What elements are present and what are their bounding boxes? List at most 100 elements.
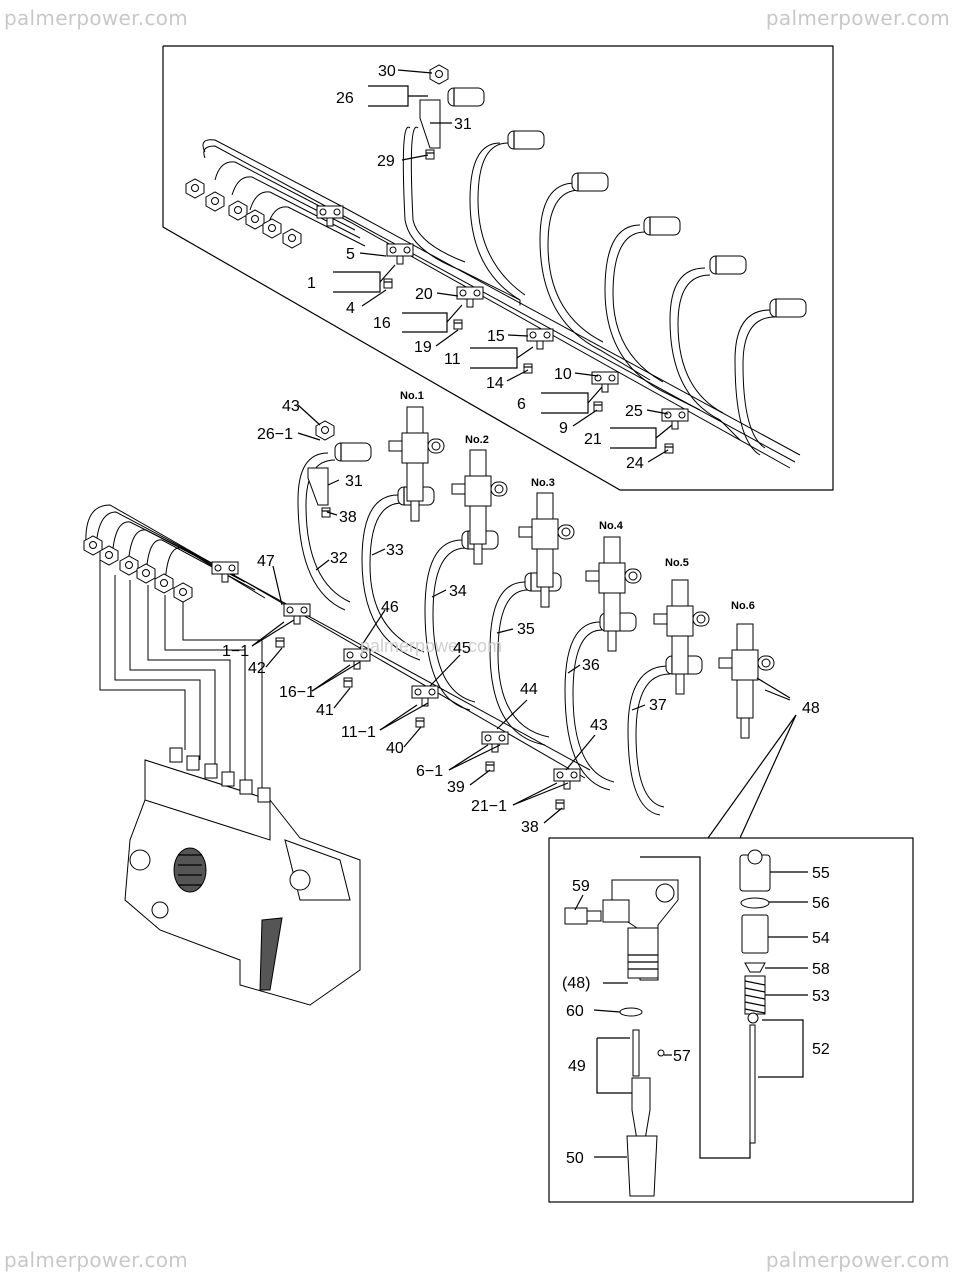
adjusting-screw [741, 914, 769, 954]
inset-sleeves [447, 87, 807, 318]
callout-35: 35 [517, 621, 535, 638]
callout-19: 19 [414, 339, 432, 356]
callout-labels: 30 26 31 29 5 1 4 20 16 19 15 11 14 10 6… [222, 63, 830, 1167]
callout-6: 6 [517, 396, 526, 413]
callout-43a: 43 [282, 398, 300, 415]
callout-36: 36 [582, 657, 600, 674]
callout-11-1: 11−1 [341, 724, 376, 741]
o-ring [619, 1007, 643, 1017]
callout-1-1: 1−1 [222, 643, 249, 660]
nozzle-holder [602, 879, 679, 981]
callout-16: 16 [373, 315, 391, 332]
main-top-bracket [307, 420, 335, 518]
callout-38b: 38 [521, 819, 539, 836]
callout-59: 59 [572, 878, 590, 895]
cylinder-label-no4: No.4 [599, 520, 624, 532]
callout-54: 54 [812, 930, 830, 947]
callout-34: 34 [449, 583, 467, 600]
watermark-top-left: palmerpower.com [4, 6, 189, 30]
spring [744, 975, 766, 1015]
injector-no2 [451, 449, 508, 565]
callout-45: 45 [453, 640, 471, 657]
callout-21-1: 21−1 [471, 798, 507, 815]
callout-40: 40 [386, 740, 404, 757]
callout-60: 60 [566, 1003, 584, 1020]
callout-55: 55 [812, 865, 830, 882]
injector-no4 [585, 536, 642, 652]
callout-39: 39 [447, 779, 465, 796]
cylinder-label-no5: No.5 [665, 557, 689, 569]
nozzle-body [631, 1077, 651, 1141]
watermark-center: palmerpower.com [360, 636, 502, 656]
injectors [388, 406, 775, 739]
callout-53: 53 [812, 988, 830, 1005]
callout-33: 33 [386, 542, 404, 559]
callout-43b: 43 [590, 717, 608, 734]
cylinder-label-no1: No.1 [400, 390, 424, 402]
callout-32: 32 [330, 550, 348, 567]
inlet-connector [564, 907, 602, 925]
callout-49: 49 [568, 1058, 586, 1075]
callout-31b: 31 [345, 473, 363, 490]
callout-30: 30 [378, 63, 396, 80]
callout-58: 58 [812, 961, 830, 978]
callout-16-1: 16−1 [279, 684, 315, 701]
injection-pump [124, 747, 361, 1006]
callout-15: 15 [487, 328, 505, 345]
callout-5: 5 [346, 246, 355, 263]
cylinder-label-no3: No.3 [531, 477, 555, 489]
callout-56: 56 [812, 895, 830, 912]
callout-37: 37 [649, 697, 667, 714]
main-fuel-lines [85, 452, 671, 816]
push-rod [749, 1024, 756, 1144]
callout-52: 52 [812, 1041, 830, 1058]
injector-no6 [718, 623, 775, 739]
inset-top-bracket [419, 64, 449, 160]
watermark-top-right: palmerpower.com [765, 6, 950, 30]
callout-29: 29 [377, 153, 395, 170]
callout-11: 11 [444, 351, 461, 368]
needle [632, 1029, 640, 1077]
callout-26-1: 26−1 [257, 426, 293, 443]
callout-9: 9 [559, 420, 568, 437]
callout-42: 42 [248, 660, 266, 677]
inset-nuts [185, 178, 302, 249]
callout-26: 26 [336, 90, 354, 107]
callout-47: 47 [257, 553, 275, 570]
callout-24: 24 [626, 455, 644, 472]
watermark-bottom-right: palmerpower.com [765, 1248, 950, 1272]
callout-46: 46 [381, 599, 399, 616]
callout-44: 44 [520, 681, 538, 698]
gasket [740, 897, 770, 909]
watermark-bottom-left: palmerpower.com [4, 1248, 189, 1272]
callout-48: 48 [802, 700, 820, 717]
callout-6-1: 6−1 [416, 763, 443, 780]
callout-4: 4 [346, 300, 355, 317]
callout-14: 14 [486, 375, 504, 392]
inset-fuel-lines [202, 126, 801, 469]
callout-25: 25 [625, 403, 643, 420]
callout-57: 57 [673, 1048, 691, 1065]
upper-inset-panel [162, 45, 834, 491]
callout-50: 50 [566, 1150, 584, 1167]
callout-leaders [251, 69, 808, 1158]
callout-10: 10 [554, 366, 572, 383]
main-assembly [83, 406, 775, 1006]
retaining-nut [626, 1135, 658, 1197]
callout-31: 31 [454, 116, 472, 133]
callout-1: 1 [307, 275, 316, 292]
callout-48-detail: (48) [562, 975, 590, 992]
injector-detail-box [548, 837, 914, 1203]
shim [657, 1049, 665, 1057]
spring-seat [744, 962, 766, 973]
callout-38a: 38 [339, 509, 357, 526]
cylinder-labels: No.1 No.2 No.3 No.4 No.5 No.6 [400, 390, 755, 612]
injector-no1 [388, 406, 445, 522]
callout-20: 20 [415, 286, 433, 303]
callout-41: 41 [316, 702, 334, 719]
callout-21: 21 [584, 431, 602, 448]
cylinder-label-no2: No.2 [465, 434, 489, 446]
injector-no5 [653, 579, 710, 695]
cylinder-label-no6: No.6 [731, 600, 755, 612]
